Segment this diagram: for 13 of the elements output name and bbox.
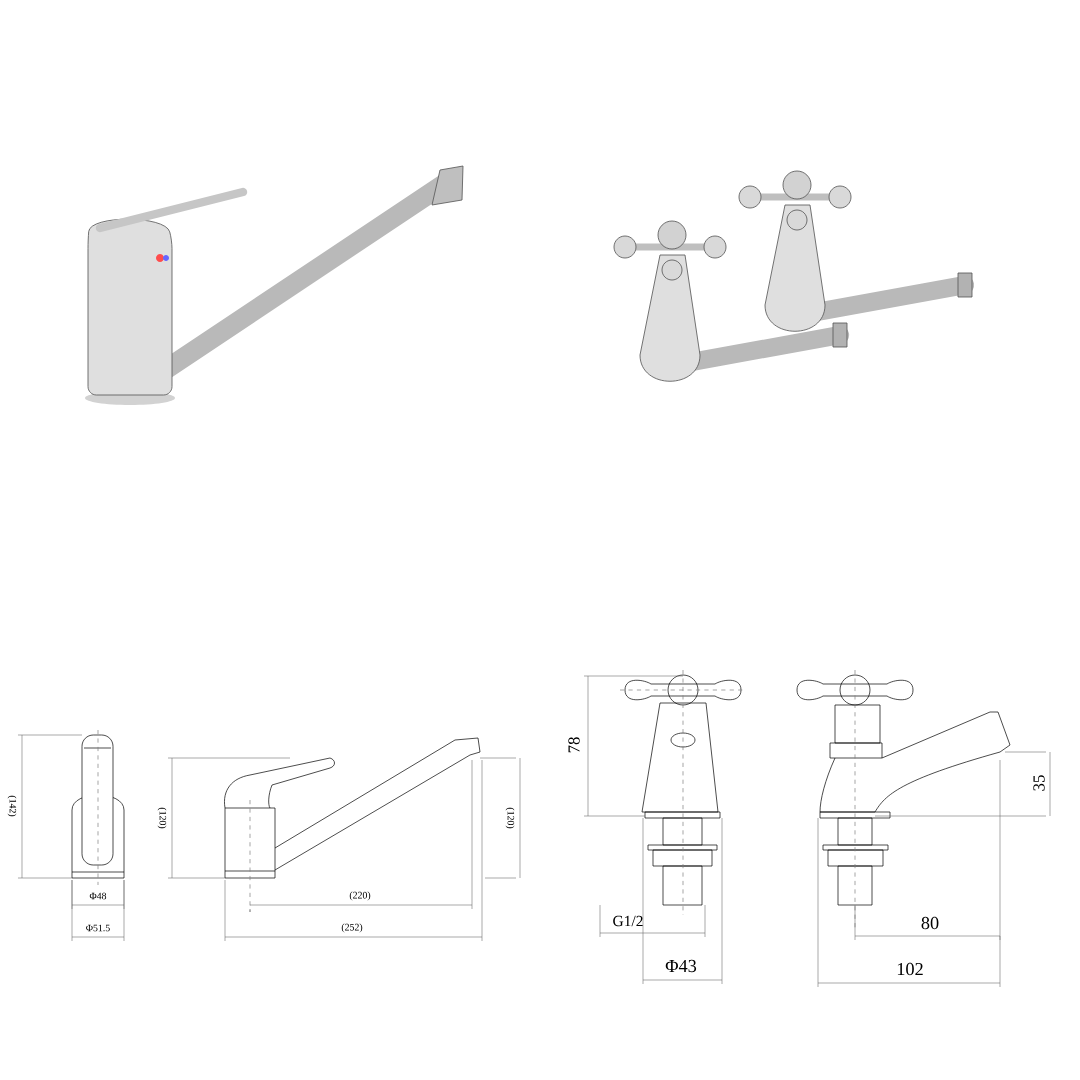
dimension-label: 80: [921, 916, 939, 930]
dimension-label: (252): [341, 923, 363, 933]
dimension-label: 78: [568, 737, 580, 753]
dimension-label: (220): [349, 891, 371, 901]
dimension-label: G1/2: [613, 915, 643, 927]
dimension-label: 102: [897, 962, 923, 976]
dimension-label: 35: [1033, 775, 1045, 791]
dimension-label: Φ51.5: [86, 924, 110, 932]
dimension-label: (120): [157, 807, 167, 829]
dimension-label: (120): [505, 807, 515, 829]
dimension-label: (142): [7, 795, 17, 817]
dimension-label: Φ43: [665, 959, 697, 973]
dimension-label: Φ48: [89, 892, 107, 900]
